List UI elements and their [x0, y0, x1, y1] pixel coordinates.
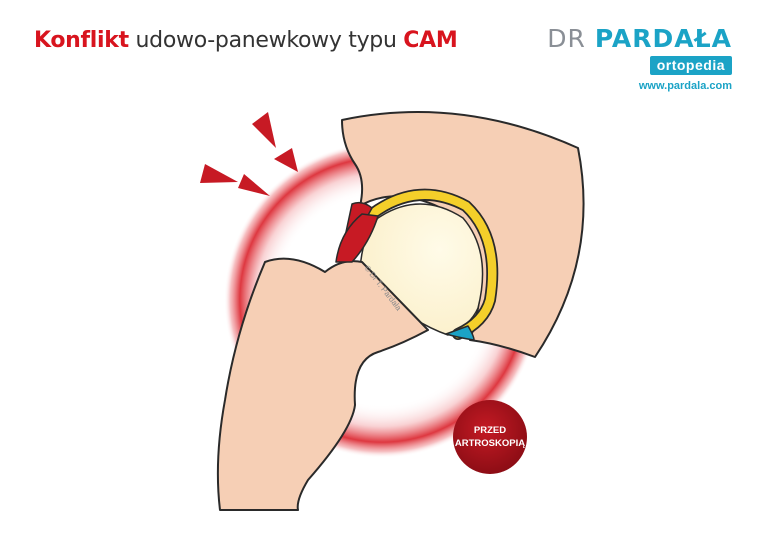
page-title: Konflikt udowo-panewkowy typu CAM	[34, 28, 458, 53]
pain-arrow-1	[252, 112, 276, 148]
brand-prefix: DR	[547, 24, 595, 53]
brand-url: www.pardala.com	[638, 80, 732, 92]
brand-main: PARDAŁA	[594, 24, 732, 53]
cam-lesion	[335, 213, 379, 263]
pain-arrow-2	[274, 148, 298, 172]
pain-arrow-3	[200, 164, 238, 183]
title-middle: udowo-panewkowy typu	[128, 28, 404, 53]
title-end: CAM	[403, 28, 458, 53]
pelvis-bone	[341, 110, 585, 358]
badge-line2: ARTROSKOPIĄ	[455, 438, 525, 449]
brand-badge: ortopedia	[649, 56, 732, 75]
cartilage-fill	[367, 190, 497, 339]
status-badge	[453, 400, 527, 474]
brand-logo: DR PARDAŁA ortopedia www.pardala.com	[532, 24, 732, 92]
labrum-bottom	[445, 325, 475, 341]
brand-name: DR PARDAŁA	[532, 24, 732, 54]
badge-line1: PRZED	[474, 425, 506, 436]
title-highlight: Konflikt	[34, 28, 129, 53]
pain-arrow-4	[238, 174, 270, 196]
femur-bone	[216, 257, 429, 511]
